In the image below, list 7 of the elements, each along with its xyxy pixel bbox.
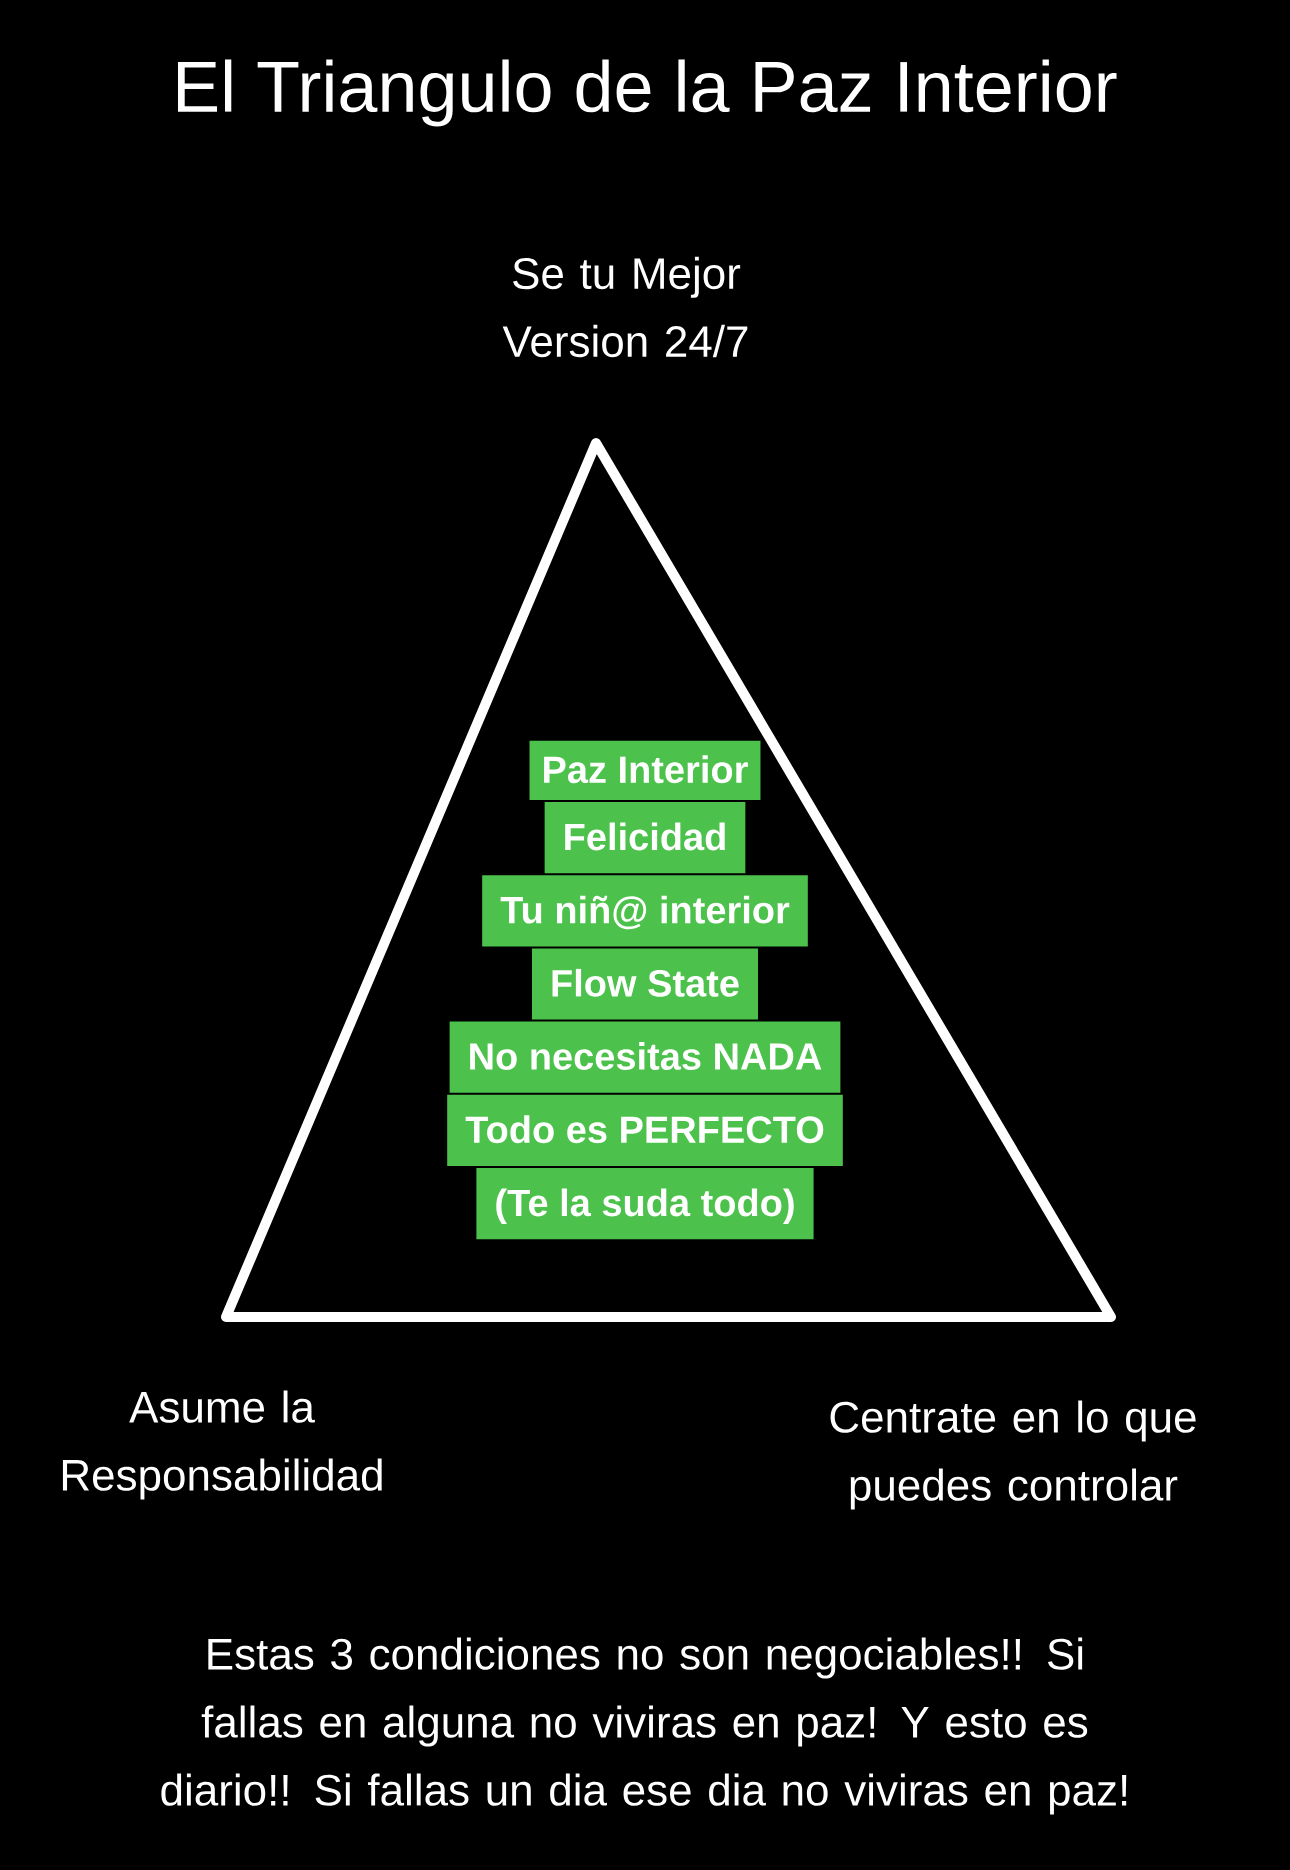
highlighted-text: Paz Interior Felicidad Tu niñ@ interior Flow State No necesitas NADA Todo es PERFECTO (Te la suda todo) bbox=[447, 740, 843, 1240]
vertex-label: Asume la Responsabilidad bbox=[62, 1390, 382, 1500]
vertex-label: Centrate en lo que puedes controlar bbox=[830, 1400, 1196, 1510]
title: El Triangulo de la Paz Interior bbox=[178, 59, 1117, 127]
note: Estas 3 condiciones no son negociables!! Si fallas en alguna no viviras en paz! Y esto es diario!! Si fallas un dia ese dia no viviras en paz! bbox=[161, 1637, 1127, 1815]
triangle-outline bbox=[221, 438, 1116, 1322]
vertex-label: Se tu Mejor Version 24/7 bbox=[502, 256, 748, 358]
